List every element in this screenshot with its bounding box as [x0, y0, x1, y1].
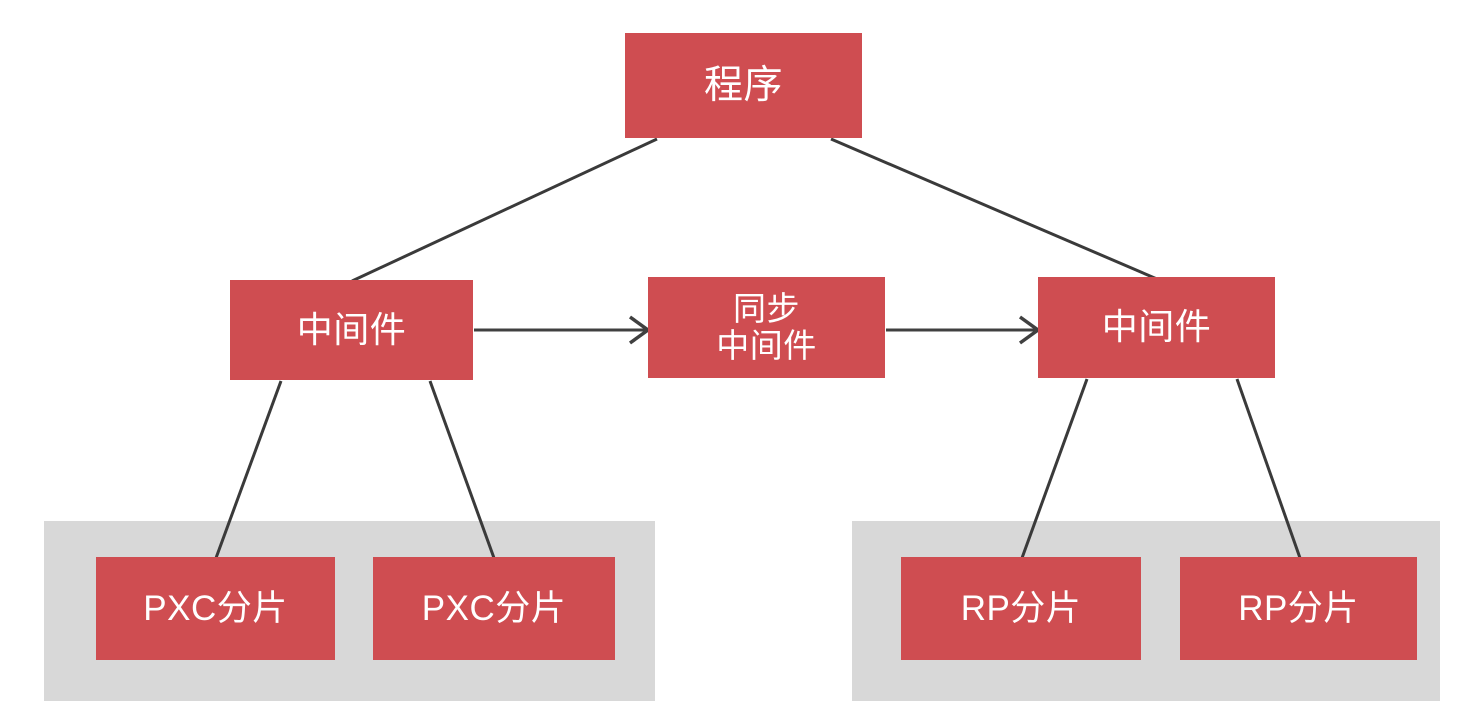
node-sync-middleware[interactable]: 同步 中间件	[648, 277, 885, 378]
node-program-label: 程序	[703, 63, 783, 107]
node-middleware-left-label: 中间件	[296, 308, 407, 350]
edge-program-to-middleware-right	[830, 137, 1158, 281]
node-rp-shard-1-label: RP分片	[960, 588, 1082, 628]
node-rp-shard-1[interactable]: RP分片	[901, 557, 1141, 660]
node-middleware-right-label: 中间件	[1101, 306, 1212, 348]
node-rp-shard-2-label: RP分片	[1238, 588, 1359, 628]
edge-sync-to-middleware-right-arrowhead	[1018, 315, 1041, 345]
node-program[interactable]: 程序	[625, 33, 862, 138]
edge-middleware-left-to-sync-arrowhead	[628, 315, 651, 345]
node-pxc-shard-2-label: PXC分片	[421, 588, 567, 628]
node-pxc-shard-2[interactable]: PXC分片	[373, 557, 615, 660]
node-middleware-left[interactable]: 中间件	[230, 280, 473, 380]
node-rp-shard-2[interactable]: RP分片	[1180, 557, 1417, 660]
edge-program-to-middleware-left	[351, 137, 658, 283]
node-pxc-shard-1[interactable]: PXC分片	[96, 557, 335, 660]
node-pxc-shard-1-label: PXC分片	[143, 588, 288, 628]
node-sync-middleware-label: 同步 中间件	[716, 289, 817, 364]
node-middleware-right[interactable]: 中间件	[1038, 277, 1275, 378]
